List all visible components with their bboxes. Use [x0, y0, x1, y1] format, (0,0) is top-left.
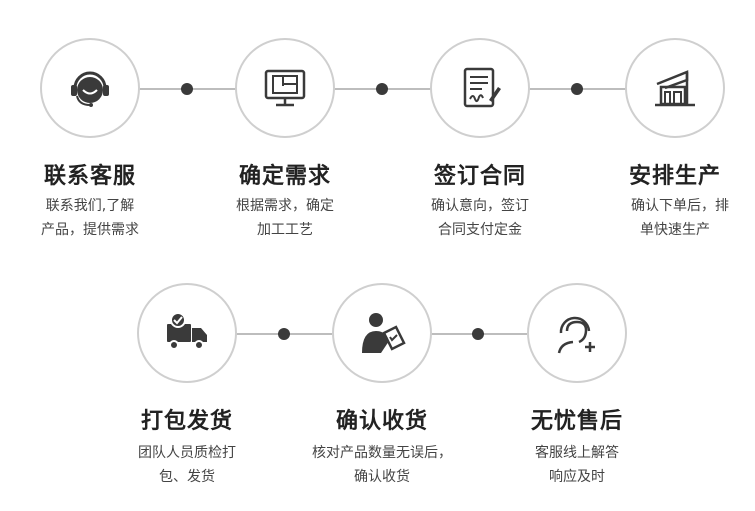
factory-icon	[655, 70, 695, 107]
step-description: 包、发货	[159, 469, 215, 485]
truck-icon	[167, 312, 207, 350]
step-description: 产品，提供需求	[41, 222, 139, 238]
step-description: 响应及时	[549, 469, 605, 485]
step-description: 单快速生产	[640, 222, 710, 238]
step-title: 确定需求	[238, 164, 331, 189]
step-description: 合同支付定金	[438, 222, 522, 238]
step-icon-circle	[430, 38, 530, 138]
person-checking-icon	[362, 313, 406, 353]
step-icon-circle	[137, 283, 237, 383]
step-title: 联系客服	[43, 164, 136, 189]
step-description: 根据需求，确定	[236, 198, 334, 214]
step-description: 客服线上解答	[535, 445, 619, 461]
step-icon-circle	[40, 38, 140, 138]
step-icon-circle	[235, 38, 335, 138]
after-sales-icon	[557, 316, 595, 354]
step-description: 团队人员质检打	[138, 445, 236, 461]
step-title: 无忧售后	[530, 409, 623, 434]
step-icon-circle	[527, 283, 627, 383]
step-title: 签订合同	[433, 164, 526, 189]
connector-dot	[181, 83, 193, 95]
step-title: 打包发货	[140, 409, 233, 434]
connector-dot	[571, 83, 583, 95]
connector-dot	[376, 83, 388, 95]
step-description: 核对产品数量无误后，	[312, 445, 452, 461]
step-icon-circle	[332, 283, 432, 383]
step-title: 确认收货	[335, 409, 428, 434]
step-description: 联系我们,了解	[45, 198, 135, 214]
step-description: 加工工艺	[257, 222, 313, 238]
connector-dot	[472, 328, 484, 340]
step-icon-circle	[625, 38, 725, 138]
step-description: 确认下单后，排	[631, 198, 729, 214]
connector-dot	[278, 328, 290, 340]
step-description: 确认收货	[354, 469, 410, 485]
step-description: 确认意向，签订	[431, 198, 529, 214]
headset-icon	[71, 71, 109, 107]
step-title: 安排生产	[628, 164, 721, 189]
contract-sign-icon	[463, 67, 501, 108]
monitor-blueprint-icon	[264, 69, 306, 107]
